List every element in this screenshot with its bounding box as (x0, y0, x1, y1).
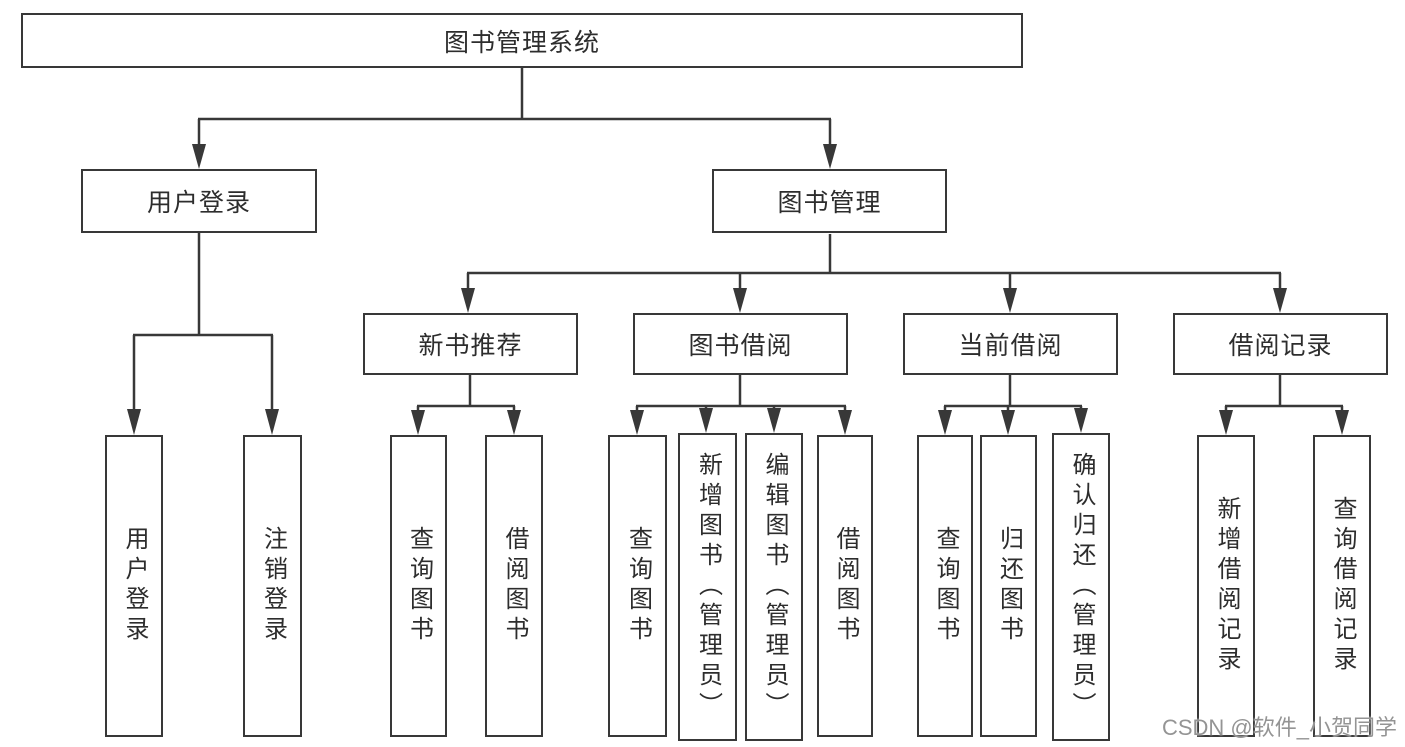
node-label: 编辑图书（管理员） (761, 452, 787, 722)
arrowhead (1003, 288, 1017, 313)
arrowhead (461, 288, 475, 313)
node-label: 当前借阅 (958, 333, 1063, 360)
arrowhead (767, 408, 781, 433)
node-label: 借阅图书 (832, 526, 858, 646)
leaf-add-borrow-record: 新增借阅记录 (1197, 435, 1255, 737)
node-label: 图书管理系统 (443, 29, 600, 57)
node-label: 借阅图书 (501, 526, 527, 646)
leaf-user-login: 用户登录 (105, 435, 163, 737)
arrowhead (192, 144, 206, 169)
leaf-borrow-books: 借阅图书 (485, 435, 543, 737)
node-label: 确认归还（管理员） (1068, 452, 1094, 722)
node-label: 用户登录 (146, 190, 251, 217)
arrowhead (1074, 408, 1088, 433)
node-label: 查询借阅记录 (1329, 496, 1355, 676)
leaf-query-books: 查询图书 (390, 435, 447, 737)
node-book-management: 图书管理 (712, 169, 947, 233)
arrowhead (411, 410, 425, 435)
node-library-system: 图书管理系统 (21, 13, 1023, 68)
leaf-return-book: 归还图书 (980, 435, 1037, 737)
arrowhead (127, 409, 141, 435)
leaf-edit-book-admin: 编辑图书（管理员） (745, 433, 803, 741)
arrowhead (699, 408, 713, 433)
leaf-query-borrow-record: 查询借阅记录 (1313, 435, 1371, 737)
leaf-add-book-admin: 新增图书（管理员） (678, 433, 737, 741)
node-label: 新增图书（管理员） (694, 452, 721, 722)
node-borrow-records: 借阅记录 (1173, 313, 1388, 375)
node-label: 查询图书 (624, 526, 651, 646)
node-label: 注销登录 (259, 526, 286, 646)
arrowhead (1273, 288, 1287, 313)
watermark: CSDN @软件_小贺同学 (1161, 715, 1397, 740)
arrowhead (1001, 410, 1015, 435)
leaf-query-books: 查询图书 (917, 435, 973, 737)
arrowhead (938, 410, 952, 435)
node-label: 新书推荐 (418, 333, 523, 360)
node-new-book-recommend: 新书推荐 (363, 313, 578, 375)
node-label: 图书借阅 (688, 333, 793, 360)
arrowhead (507, 410, 521, 435)
node-label: 查询图书 (932, 526, 958, 646)
node-label: 新增借阅记录 (1213, 496, 1239, 676)
node-label: 用户登录 (121, 526, 147, 646)
leaf-confirm-return-admin: 确认归还（管理员） (1052, 433, 1110, 741)
arrowhead (1219, 410, 1233, 435)
node-label: 查询图书 (405, 526, 432, 646)
leaf-query-books: 查询图书 (608, 435, 667, 737)
arrowhead (823, 144, 837, 169)
arrowhead (265, 409, 279, 435)
node-current-borrow: 当前借阅 (903, 313, 1118, 375)
node-user-login: 用户登录 (81, 169, 317, 233)
leaf-logout: 注销登录 (243, 435, 302, 737)
node-label: 图书管理 (777, 190, 882, 217)
arrowhead (733, 288, 747, 313)
arrowhead (838, 410, 852, 435)
node-label: 归还图书 (995, 526, 1022, 646)
node-book-borrow: 图书借阅 (633, 313, 848, 375)
node-label: 借阅记录 (1228, 333, 1333, 360)
arrowhead (630, 410, 644, 435)
leaf-borrow-books: 借阅图书 (817, 435, 873, 737)
arrowhead (1335, 410, 1349, 435)
